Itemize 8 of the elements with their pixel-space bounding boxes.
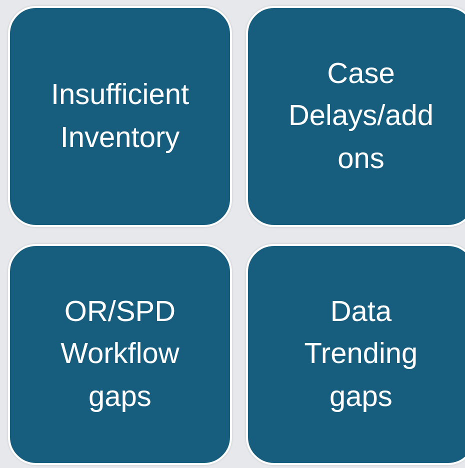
- rounded-box: [246, 244, 465, 465]
- rounded-box: [8, 6, 232, 227]
- box-label: Insufficient Inventory: [50, 78, 190, 156]
- rounded-box: [246, 6, 465, 227]
- box-label: Data Trending gaps: [303, 295, 419, 415]
- box-label: OR/SPD Workflow gaps: [60, 295, 180, 415]
- rounded-box: [8, 244, 232, 465]
- box-label: Case Delays/add ons: [287, 57, 435, 177]
